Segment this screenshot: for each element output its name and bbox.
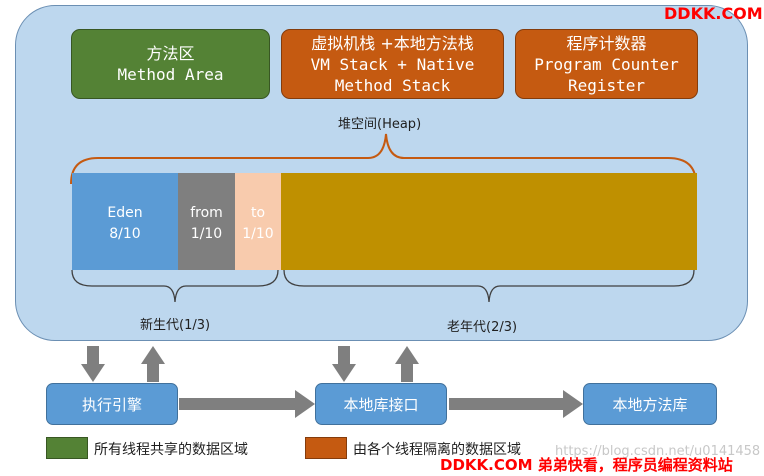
native-library: 本地方法库 [583, 383, 717, 425]
arrow-interface-to-library [449, 390, 583, 418]
heap-brace [70, 133, 697, 185]
arrow-up-exec [141, 346, 165, 382]
arrow-exec-to-interface [179, 390, 315, 418]
legend-shared-text: 所有线程共享的数据区域 [94, 442, 248, 458]
program-counter: 程序计数器 Program Counter Register [515, 29, 698, 99]
legend-shared-swatch [46, 437, 88, 459]
eden-name: Eden [107, 205, 143, 221]
program-counter-en-1: Program Counter [534, 54, 679, 74]
survivor-from: from 1/10 [178, 173, 235, 270]
vm-stack-cn: 虚拟机栈 +本地方法栈 [311, 33, 474, 53]
arrow-down-interface [332, 346, 356, 382]
eden-space: Eden 8/10 [72, 173, 178, 270]
method-area-cn: 方法区 [146, 44, 195, 63]
eden-ratio: 8/10 [109, 226, 141, 242]
watermark: https://blog.csdn.net/u0141458 [555, 444, 761, 459]
generation-braces [71, 269, 695, 303]
program-counter-cn: 程序计数器 [566, 33, 647, 53]
young-gen-label: 新生代(1/3) [140, 318, 211, 333]
to-ratio: 1/10 [242, 226, 274, 242]
from-name: from [190, 205, 223, 221]
flow-arrows [81, 346, 583, 418]
brand-bottom: DDKK.COM 弟弟快看，程序员编程资料站 [440, 456, 733, 474]
survivor-to: to 1/10 [235, 173, 281, 270]
vm-stack: 虚拟机栈 +本地方法栈 VM Stack + Native Method Sta… [281, 29, 504, 99]
program-counter-en-2: Register [567, 75, 646, 95]
heap-label: 堆空间(Heap) [338, 117, 422, 132]
legend-isolated-text: 由各个线程隔离的数据区域 [353, 442, 521, 458]
native-interface: 本地库接口 [315, 383, 447, 425]
vm-stack-en-1: VM Stack + Native [310, 54, 475, 74]
arrow-up-interface [395, 346, 419, 382]
legend-isolated-swatch [305, 437, 347, 459]
brand-top: DDKK.COM [664, 4, 763, 23]
arrow-down-exec [81, 346, 105, 382]
execution-engine: 执行引擎 [46, 383, 178, 425]
method-area: 方法区 Method Area [71, 29, 270, 99]
to-name: to [250, 205, 266, 221]
method-area-en: Method Area [117, 65, 224, 84]
old-generation [281, 173, 697, 270]
from-ratio: 1/10 [190, 226, 223, 242]
old-gen-label: 老年代(2/3) [447, 320, 518, 335]
vm-stack-en-2: Method Stack [334, 75, 451, 95]
